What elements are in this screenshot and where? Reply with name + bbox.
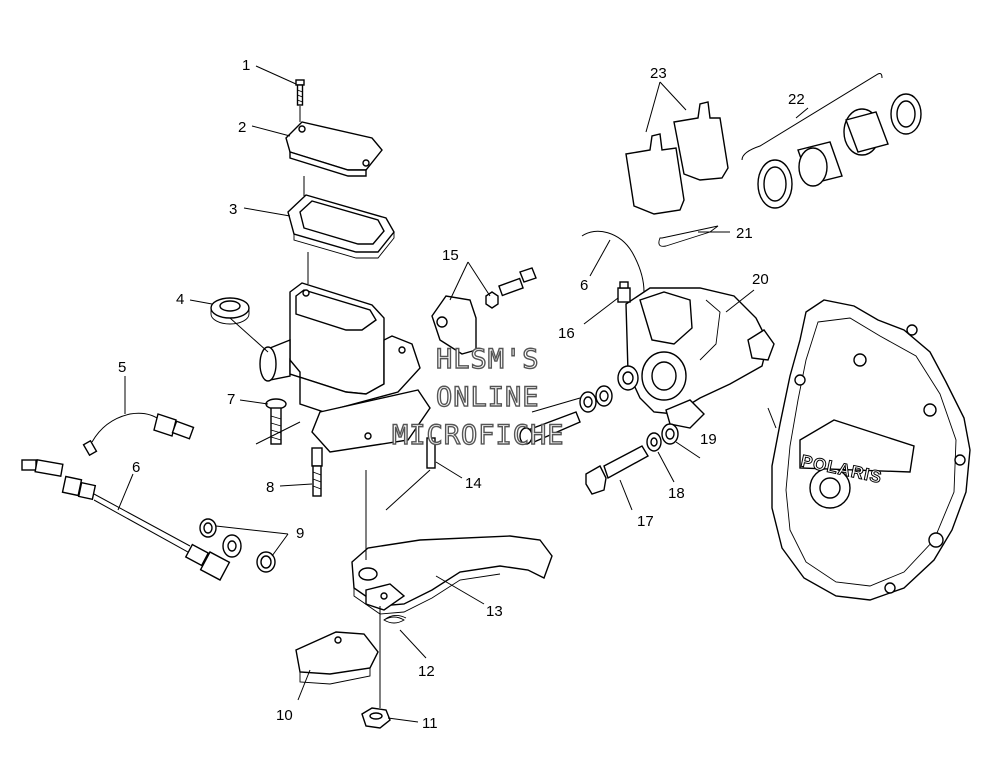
callout-17: 17: [637, 513, 654, 530]
callout-3: 3: [229, 201, 237, 218]
reservoir-cover-screw: [295, 79, 305, 106]
lever-spring: [383, 615, 407, 624]
lever-nut: [361, 707, 391, 729]
brake-light-switch: [82, 412, 195, 457]
clamp-bolt-lower: [311, 447, 323, 497]
brake-caliper-group: [519, 93, 922, 495]
callout-20: 20: [752, 271, 769, 288]
callout-16: 16: [558, 325, 575, 342]
callout-23: 23: [650, 65, 667, 82]
callout-10: 10: [276, 707, 293, 724]
caliper-washers: [579, 385, 679, 452]
leader-lines: [117, 65, 883, 723]
watermark-line-1: HLSM'S: [436, 344, 540, 375]
callout-6b: 6: [580, 277, 588, 294]
callout-6a: 6: [132, 459, 140, 476]
caliper-mounting-bolt: [585, 445, 649, 495]
callout-4: 4: [176, 291, 184, 308]
reservoir-grommet: [210, 297, 250, 325]
brake-caliper: [617, 287, 775, 429]
callout-13: 13: [486, 603, 503, 620]
callout-2: 2: [238, 119, 246, 136]
callout-22: 22: [788, 91, 805, 108]
callout-12: 12: [418, 663, 435, 680]
watermark: HLSM'S ONLINE MICROFICHE: [391, 343, 565, 451]
callout-19: 19: [700, 431, 717, 448]
callout-15: 15: [442, 247, 459, 264]
callout-labels: 1 2 3 4 5 6 6 7 8 9 10 11 12 13 14 15 16…: [118, 57, 805, 732]
caliper-pistons: [757, 93, 922, 209]
callout-7: 7: [227, 391, 235, 408]
callout-14: 14: [465, 475, 482, 492]
callout-11: 11: [422, 715, 438, 732]
handlebar-clamp: [431, 267, 537, 355]
callout-18: 18: [668, 485, 685, 502]
banjo-washers: [199, 518, 276, 573]
brake-lever-group: [295, 535, 553, 729]
reservoir-cover: [285, 121, 383, 177]
pad-retaining-clip: [658, 225, 719, 247]
callout-21: 21: [736, 225, 753, 242]
hose-and-switch-group: [21, 412, 276, 581]
chaincase-housing: POLARIS: [771, 299, 971, 601]
reservoir-diaphragm: [287, 194, 395, 259]
callout-5: 5: [118, 359, 126, 376]
watermark-line-3: MICROFICHE: [392, 420, 565, 451]
brake-pads: [625, 101, 729, 215]
bleeder-valve: [617, 281, 631, 303]
master-cylinder-body: [259, 282, 431, 453]
callout-1: 1: [242, 57, 250, 74]
callout-8: 8: [266, 479, 274, 496]
master-cylinder-group: [210, 79, 537, 497]
parking-brake-lever: [295, 631, 379, 675]
watermark-line-2: ONLINE: [436, 382, 540, 413]
brake-hose-upper: [581, 230, 645, 293]
brake-hose-lower: [21, 459, 242, 581]
pivot-stud: [426, 437, 436, 469]
clamp-bolt-upper: [265, 398, 287, 445]
callout-9: 9: [296, 525, 304, 542]
